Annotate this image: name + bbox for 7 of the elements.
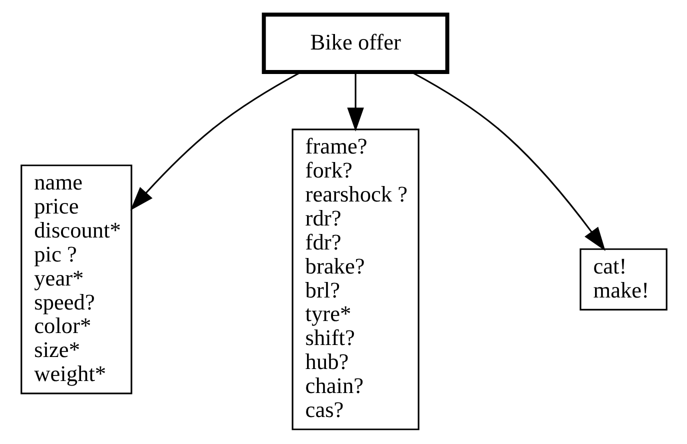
- arrow: [410, 71, 605, 252]
- node-box: frame? fork? rearshock ? rdr? fdr? brake? brl? tyre* shift? hub? chain? cas?: [291, 128, 419, 430]
- node-box: cat! make!: [579, 248, 667, 311]
- arrow: [130, 72, 300, 210]
- arrow: [346, 72, 364, 132]
- node-box: name price discount* pic ? year* speed? color* size* weight*: [20, 164, 132, 394]
- node-box: Bike offer: [261, 12, 449, 74]
